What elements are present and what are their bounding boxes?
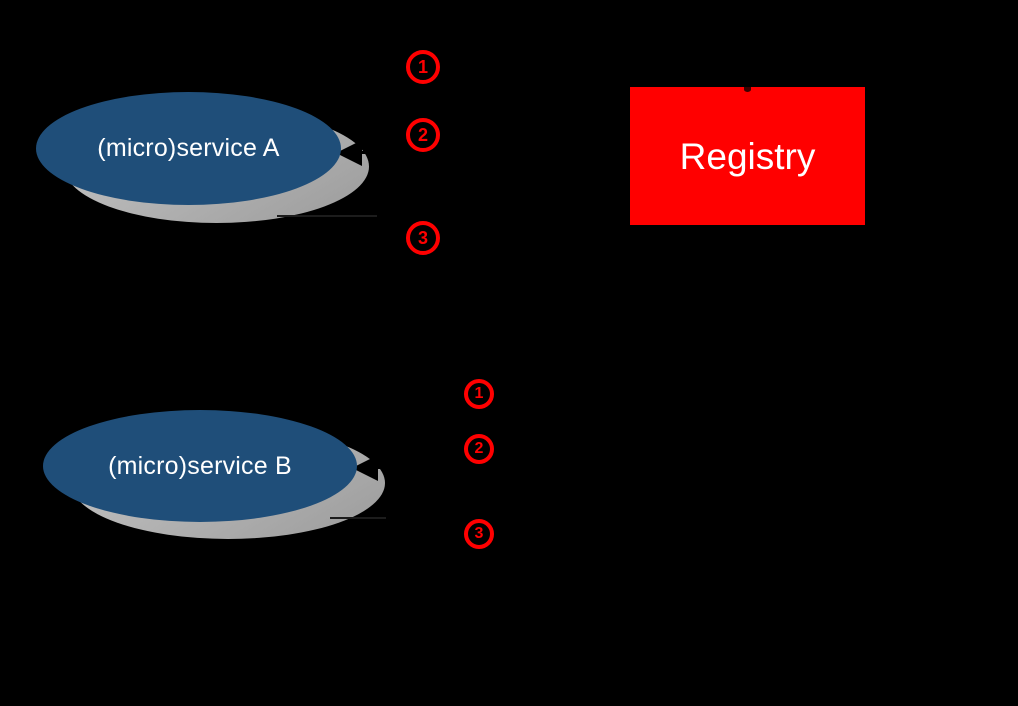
step-marker-2[interactable]: 2 xyxy=(406,118,440,152)
registry-box[interactable]: Registry xyxy=(630,87,865,225)
step-marker-3[interactable]: 3 xyxy=(464,519,494,549)
registry-label: Registry xyxy=(679,135,816,177)
connector-line xyxy=(277,215,377,217)
connector-line xyxy=(330,517,386,519)
service-ellipse[interactable]: (micro)service A xyxy=(36,92,341,205)
step-marker-1[interactable]: 1 xyxy=(464,379,494,409)
service-ellipse[interactable]: (micro)service B xyxy=(43,410,357,522)
step-marker-3[interactable]: 3 xyxy=(406,221,440,255)
registry-top-notch xyxy=(744,87,751,92)
arrow-tail xyxy=(356,151,372,154)
arrow-tail xyxy=(372,466,386,469)
service-label: (micro)service A xyxy=(97,134,280,162)
step-marker-1[interactable]: 1 xyxy=(406,50,440,84)
step-marker-2[interactable]: 2 xyxy=(464,434,494,464)
service-label: (micro)service B xyxy=(108,451,292,480)
